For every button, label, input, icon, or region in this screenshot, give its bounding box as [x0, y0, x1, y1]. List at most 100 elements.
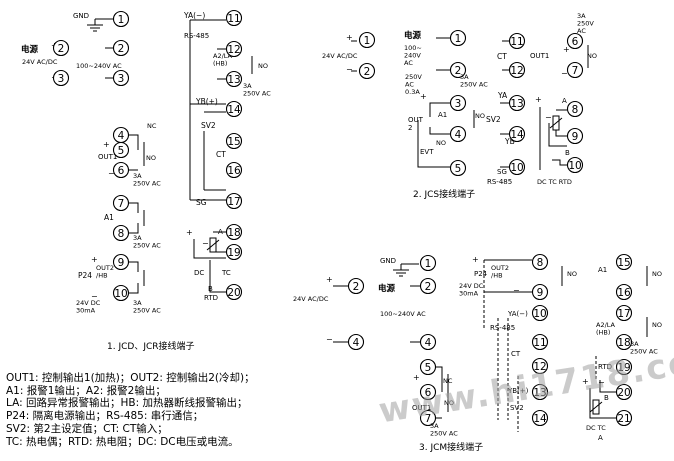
- terminal-6: [566, 32, 584, 50]
- minus-sign: −: [561, 69, 568, 78]
- resistor-icon: [549, 117, 563, 129]
- terminal-number: 1: [455, 33, 462, 45]
- no-label: NO: [567, 270, 577, 278]
- power-label: 电源: [378, 283, 396, 294]
- terminal-number: 8: [572, 104, 579, 116]
- terminal-13: [531, 383, 549, 401]
- terminal-number: 4: [425, 337, 432, 349]
- wire: [429, 102, 450, 135]
- minus-sign: −: [598, 378, 605, 387]
- rs485-label: RS-485: [487, 178, 512, 186]
- wire: [539, 107, 567, 170]
- out1-label: OUT1: [98, 153, 117, 161]
- terminal-number: 3: [58, 73, 65, 85]
- ct-label: CT: [497, 52, 507, 61]
- minus-sign: −: [326, 335, 333, 344]
- terminal-number: 2: [58, 43, 65, 55]
- terminal-10: [566, 156, 584, 174]
- tc-label: TC: [221, 269, 231, 277]
- no-label: NO: [258, 62, 268, 70]
- terminal-1: [419, 254, 437, 272]
- terminal-number: 11: [510, 36, 523, 48]
- terminal-11: [225, 9, 243, 27]
- p24-label: P24: [474, 270, 488, 278]
- terminal-number: 10: [114, 288, 127, 300]
- terminal-number: 7: [118, 198, 125, 210]
- power-dc-label: 24V AC/DC: [322, 52, 358, 60]
- evt-label: EVT: [420, 148, 434, 156]
- plus-sign: +: [103, 140, 110, 149]
- a1-label: A1: [104, 213, 114, 222]
- terminal-legend: OUT1: 控制输出1(加热)；OUT2: 控制输出2(冷却)； A1: 报警1…: [6, 372, 326, 448]
- terminal-19: [225, 243, 243, 261]
- wire: [193, 231, 226, 293]
- terminal-4: [347, 333, 365, 351]
- terminal-16: [615, 283, 633, 301]
- terminal-number: 4: [353, 337, 360, 349]
- terminal-number: 8: [118, 228, 125, 240]
- wire: [484, 259, 532, 293]
- plus-sign: +: [346, 33, 353, 42]
- no-label: NO: [436, 139, 446, 147]
- terminal-3: [449, 94, 467, 112]
- wire: [129, 261, 139, 294]
- no-label: NO: [652, 270, 662, 278]
- terminal-number: 18: [617, 337, 630, 349]
- wire: [410, 285, 420, 343]
- out1-label: OUT1: [412, 404, 431, 412]
- terminal-9: [566, 127, 584, 145]
- terminal-12: [531, 357, 549, 375]
- terminal-9: [112, 253, 130, 271]
- b-label: B: [604, 394, 609, 402]
- terminal-14: [508, 125, 526, 143]
- caption-jcs: 2. JCS接线端子: [413, 188, 475, 200]
- terminal-14: [225, 100, 243, 118]
- terminal-10: [508, 158, 526, 176]
- terminal-3: [52, 69, 70, 87]
- sg-label: SG: [497, 168, 507, 176]
- terminal-number: 5: [455, 163, 462, 175]
- terminal-8: [566, 100, 584, 118]
- terminal-8: [531, 253, 549, 271]
- plus-sign: +: [186, 228, 193, 237]
- sv2-label: SV2: [486, 115, 501, 124]
- power-label: 电源: [404, 30, 422, 41]
- caption-jcd-jcr: 1. JCD、JCR接线端子: [107, 340, 195, 352]
- minus-sign: −: [346, 65, 353, 74]
- wire: [589, 380, 616, 419]
- terminal-number: 9: [118, 257, 125, 269]
- resistor-icon: [206, 239, 220, 251]
- wire: [500, 102, 509, 168]
- no-label: NO: [587, 52, 597, 60]
- legend-line: TC: 热电偶；RTD: 热电阻；DC: DC电压或电流。: [6, 435, 239, 448]
- no-label: NO: [444, 399, 454, 407]
- terminal-9: [531, 283, 549, 301]
- terminal-number: 19: [227, 247, 240, 259]
- b-label: B: [565, 149, 570, 157]
- terminal-number: 1: [425, 258, 432, 270]
- terminal-number: 11: [227, 13, 240, 25]
- terminal-number: 1: [118, 14, 125, 26]
- terminal-16: [225, 161, 243, 179]
- no-label: NO: [652, 321, 662, 329]
- ya-label: YA(−): [507, 310, 528, 318]
- wire: [417, 120, 450, 168]
- terminal-number: 18: [227, 227, 240, 239]
- plus-sign: +: [472, 255, 479, 264]
- terminal-7: [566, 61, 584, 79]
- terminal-number: 2: [364, 66, 371, 78]
- plus-sign: +: [582, 377, 589, 386]
- legend-line: P24: 隔离电源输出；RS-485: 串行通信；: [6, 410, 204, 423]
- a-label: A: [562, 97, 567, 105]
- terminal-2: [112, 39, 130, 57]
- terminal-number: 6: [425, 387, 432, 399]
- terminal-1: [358, 31, 376, 49]
- terminal-number: 10: [568, 160, 581, 172]
- out2-hb-label: OUT2/HB: [96, 264, 114, 280]
